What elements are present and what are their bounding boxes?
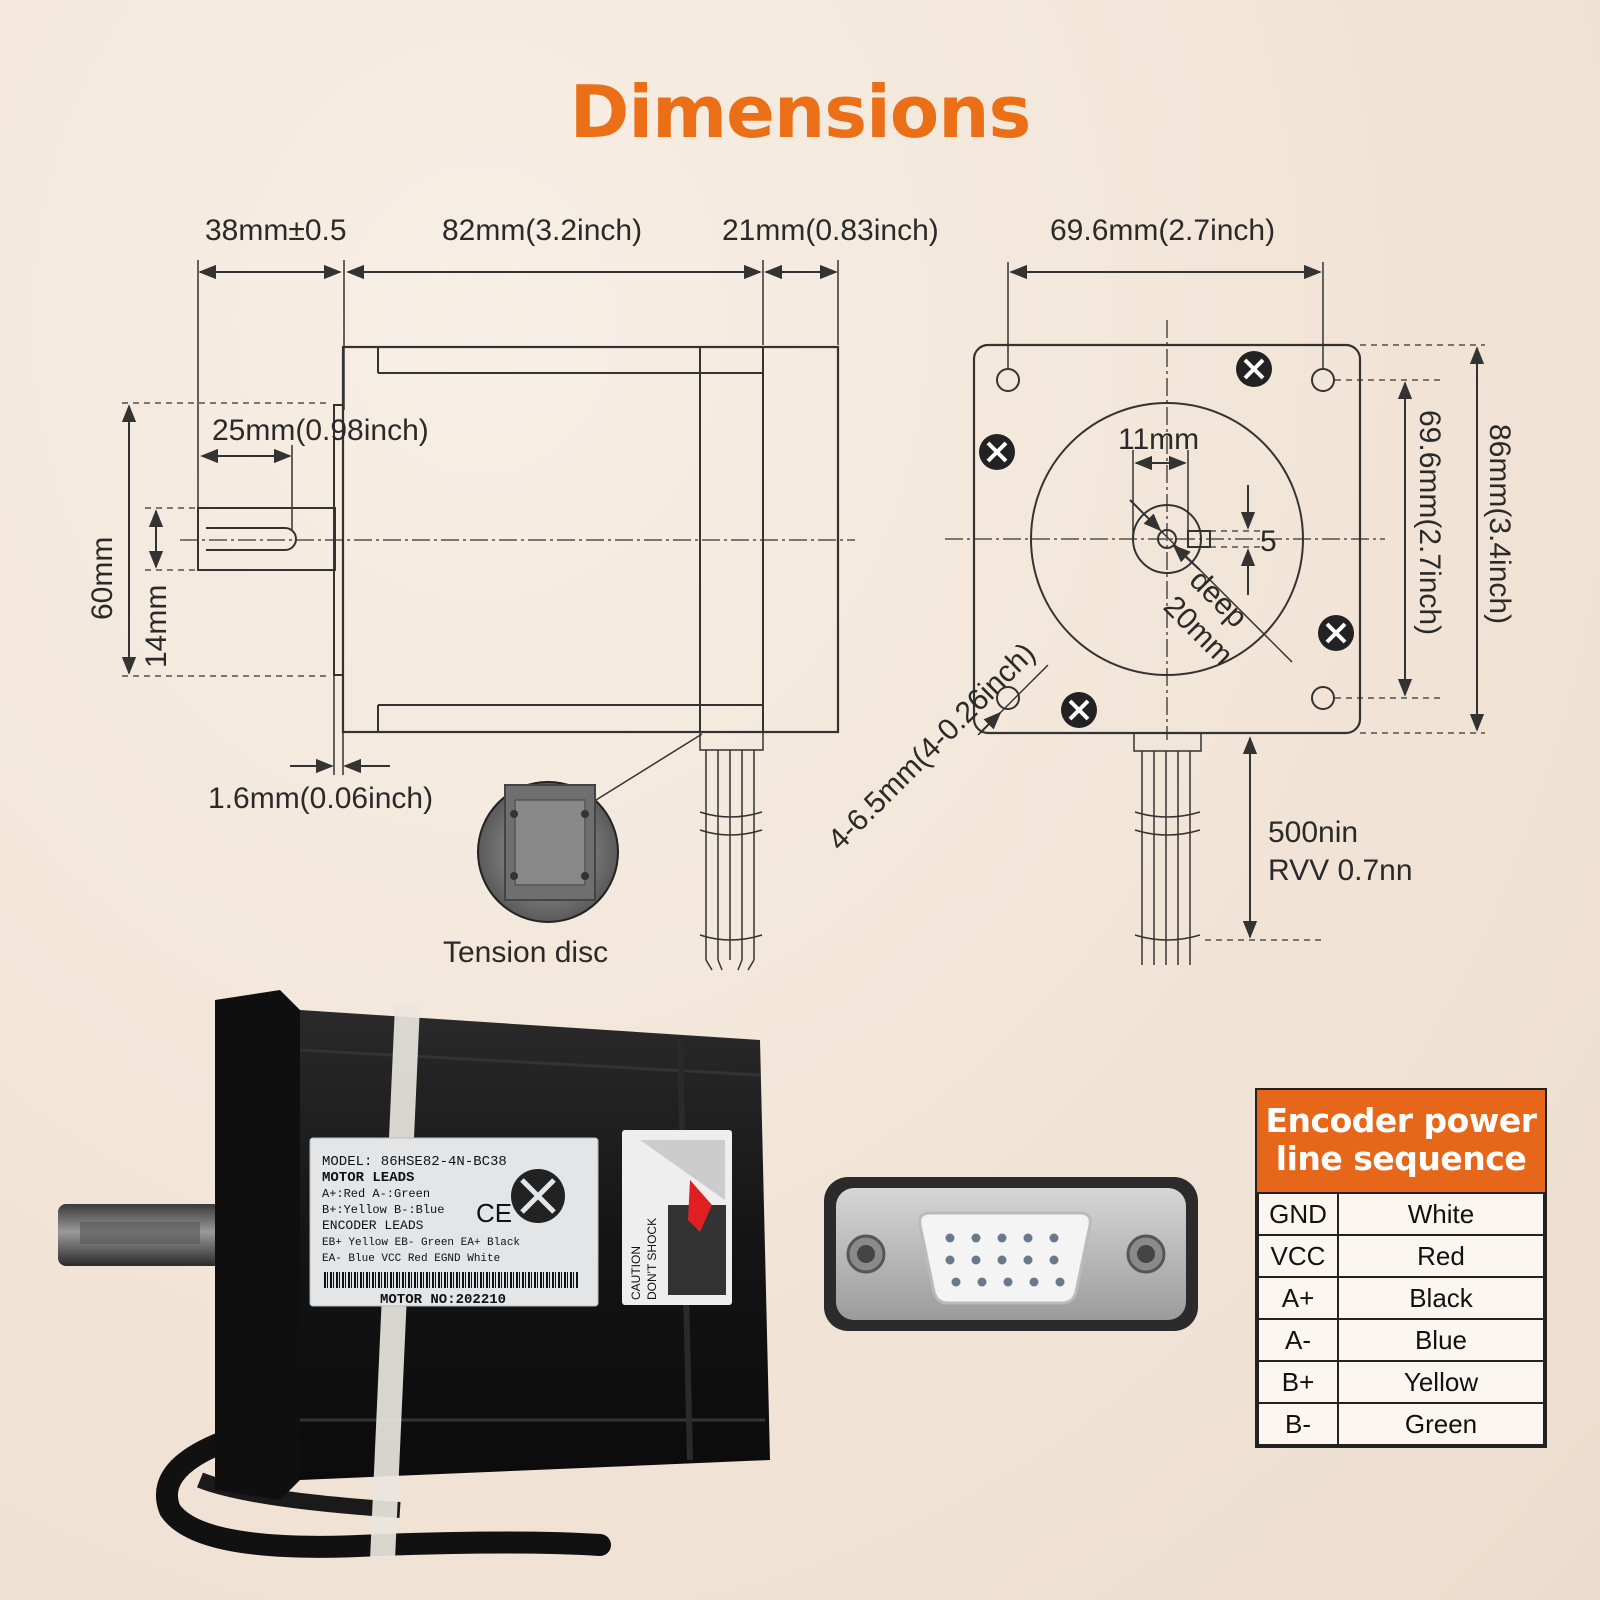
- dim-flange-height: 60mm: [86, 537, 119, 620]
- encoder-table-title-line2: line sequence: [1275, 1139, 1527, 1178]
- dont-shock-text: DON'T SHOCK: [645, 1218, 659, 1300]
- table-row: A- Blue: [1257, 1318, 1545, 1362]
- dim-key-length: 25mm(0.98inch): [212, 414, 429, 447]
- dim-frame-size: 86mm(3.4inch): [1483, 424, 1516, 624]
- table-row: GND White: [1257, 1192, 1545, 1236]
- ce-mark: CE: [476, 1198, 512, 1228]
- motor-label-text: MODEL: 86HSE82-4N-BC38 MOTOR LEADS A+:Re…: [322, 1154, 659, 1308]
- screw-icon: [979, 351, 1354, 728]
- dim-shaft-length: 38mm±0.5: [205, 214, 347, 247]
- encoder-table-body: GND White VCC Red A+ Black A- Blue B+ Ye…: [1257, 1192, 1545, 1446]
- front-view: 69.6mm(2.7inch) 69.6mm(2.7inch) 86mm(3.4…: [822, 214, 1516, 965]
- table-row: A+ Black: [1257, 1276, 1545, 1320]
- encoder-sequence-table: Encoder power line sequence GND White VC…: [1255, 1088, 1547, 1448]
- dim-mount-holes: 4-6.5mm(4-0.26inch): [822, 637, 1042, 857]
- db15-connector: [824, 1177, 1198, 1331]
- label-model: MODEL: 86HSE82-4N-BC38: [322, 1154, 507, 1170]
- color-cell: Black: [1337, 1276, 1545, 1320]
- pin-cell: GND: [1257, 1192, 1339, 1236]
- dim-flange-thickness: 1.6mm(0.06inch): [208, 782, 433, 815]
- color-cell: Red: [1337, 1234, 1545, 1278]
- label-line1: A+:Red A-:Green: [322, 1187, 430, 1201]
- page-title: Dimensions: [569, 70, 1032, 154]
- encoder-table-title-line1: Encoder power: [1265, 1101, 1537, 1140]
- dim-shaft-diameter: 14mm: [140, 585, 173, 668]
- dim-hole-spacing-top: 69.6mm(2.7inch): [1050, 214, 1275, 247]
- table-row: B+ Yellow: [1257, 1360, 1545, 1404]
- dim-key-width: 11mm: [1118, 423, 1199, 456]
- dim-hole-spacing-side: 69.6mm(2.7inch): [1413, 410, 1446, 635]
- label-motor-no: MOTOR NO:202210: [380, 1292, 506, 1308]
- color-cell: White: [1337, 1192, 1545, 1236]
- tension-disc-label: Tension disc: [443, 936, 608, 969]
- dim-key-depth: 5: [1260, 525, 1277, 558]
- motor-photo: [58, 990, 770, 1560]
- cable-length: 500nin: [1268, 816, 1358, 849]
- pin-cell: A+: [1257, 1276, 1339, 1320]
- label-line4: EA- Blue VCC Red EGND White: [322, 1253, 500, 1265]
- label-line3: EB+ Yellow EB- Green EA+ Black: [322, 1237, 520, 1249]
- encoder-table-title: Encoder power line sequence: [1257, 1090, 1545, 1192]
- caution-text: CAUTION: [629, 1246, 643, 1300]
- label-encoder-leads: ENCODER LEADS: [322, 1218, 424, 1233]
- dim-body-length: 82mm(3.2inch): [442, 214, 642, 247]
- table-row: B- Green: [1257, 1402, 1545, 1446]
- dim-rear-length: 21mm(0.83inch): [722, 214, 939, 247]
- color-cell: Blue: [1337, 1318, 1545, 1362]
- side-view: 38mm±0.5 82mm(3.2inch) 21mm(0.83inch) 25…: [86, 214, 939, 971]
- pin-cell: A-: [1257, 1318, 1339, 1362]
- color-cell: Green: [1337, 1402, 1545, 1446]
- pin-cell: VCC: [1257, 1234, 1339, 1278]
- pin-cell: B+: [1257, 1360, 1339, 1404]
- pin-cell: B-: [1257, 1402, 1339, 1446]
- table-row: VCC Red: [1257, 1234, 1545, 1278]
- barcode: [322, 1272, 578, 1288]
- label-motor-leads: MOTOR LEADS: [322, 1170, 414, 1186]
- color-cell: Yellow: [1337, 1360, 1545, 1404]
- label-line2: B+:Yellow B-:Blue: [322, 1203, 444, 1217]
- cable-spec: RVV 0.7nn: [1268, 854, 1413, 887]
